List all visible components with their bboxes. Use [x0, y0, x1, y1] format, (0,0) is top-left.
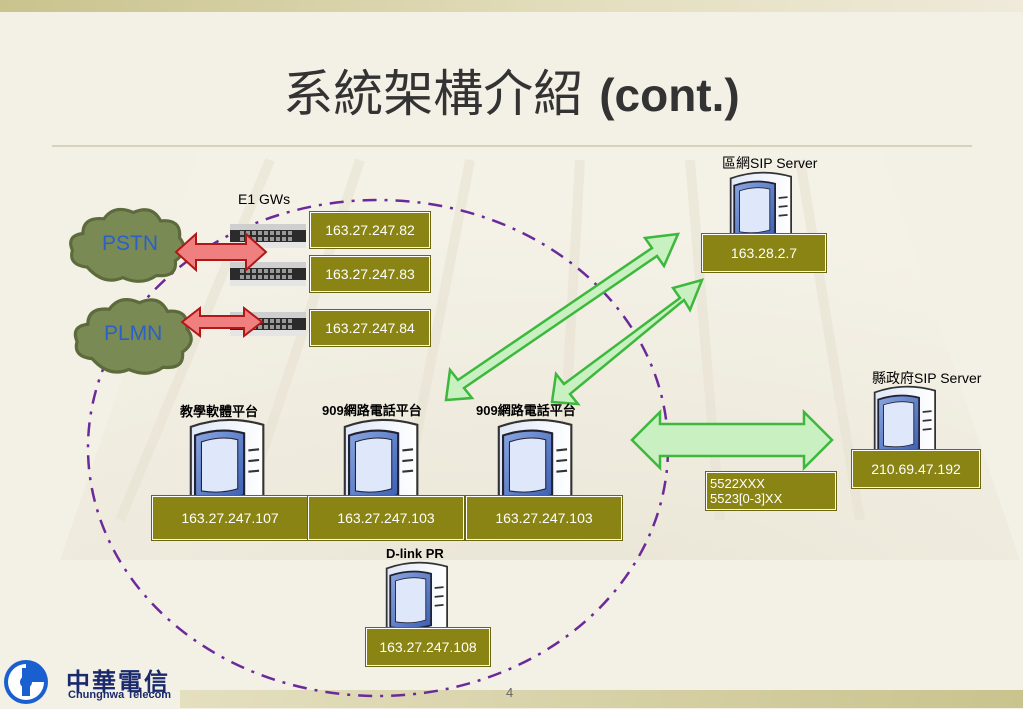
- county-sip-server-label: 縣政府SIP Server: [872, 370, 982, 386]
- gateway-ip-1: 163.27.247.82: [310, 212, 430, 248]
- county-sip-server-ip: 210.69.47.192: [852, 450, 980, 488]
- dial-plan-line-2: 5523[0-3]XX: [710, 491, 783, 506]
- pstn-gateway-arrow: [174, 231, 268, 273]
- page-number: 4: [506, 685, 514, 700]
- gateway-ip-2: 163.27.247.83: [310, 256, 430, 292]
- e1-gateway-switch-2: [230, 262, 306, 286]
- regional-sip-server-label: 區網SIP Server: [722, 155, 818, 171]
- regional-sip-server-ip: 163.28.2.7: [702, 234, 826, 272]
- title-divider: [52, 145, 972, 147]
- teaching-platform-label: 教學軟體平台: [180, 404, 259, 419]
- page-title: 系統架構介紹 (cont.): [0, 54, 1023, 126]
- e1-gateways-label: E1 GWs: [238, 191, 291, 207]
- logo-chinese-text: 中華電信: [66, 668, 170, 696]
- dlink-pr-ip: 163.27.247.108: [366, 628, 490, 666]
- top-accent-bar: [0, 0, 1023, 12]
- phone-platform-1-server-icon: [343, 418, 419, 507]
- plmn-gateway-arrow: [180, 305, 264, 339]
- chunghwa-logo: 中華電信 Chunghwa Telecom: [2, 658, 182, 704]
- title-main: 系統架構介紹: [283, 65, 584, 123]
- plmn-label: PLMN: [104, 322, 163, 345]
- pstn-label: PSTN: [102, 232, 159, 255]
- phone-platform-1-label: 909網路電話平台: [322, 403, 422, 418]
- regional-link-arrow-1: [444, 232, 681, 402]
- county-link-arrow: [630, 408, 834, 472]
- phone-platform-2-ip: 163.27.247.103: [466, 496, 622, 540]
- dlink-pr-server-icon: [385, 561, 449, 635]
- chunghwa-logo-icon: [4, 660, 48, 704]
- logo-english-text: Chunghwa Telecom: [68, 689, 172, 701]
- teaching-platform-ip: 163.27.247.107: [152, 496, 308, 540]
- regional-link-arrow-2: [550, 278, 705, 406]
- phone-platform-1-ip: 163.27.247.103: [308, 496, 464, 540]
- phone-platform-2-server-icon: [497, 418, 573, 507]
- teaching-platform-server-icon: [189, 418, 265, 507]
- bottom-accent-bar: [180, 690, 1023, 708]
- dial-plan-line-1: 5522XXX: [710, 476, 765, 491]
- title-suffix: (cont.): [599, 69, 740, 121]
- county-sip-server-icon: [873, 385, 936, 459]
- dlink-pr-label: D-link PR: [386, 546, 444, 561]
- gateway-ip-3: 163.27.247.84: [310, 310, 430, 346]
- phone-platform-2-label: 909網路電話平台: [476, 403, 576, 418]
- dial-plan-box: 5522XXX 5523[0-3]XX: [706, 472, 836, 510]
